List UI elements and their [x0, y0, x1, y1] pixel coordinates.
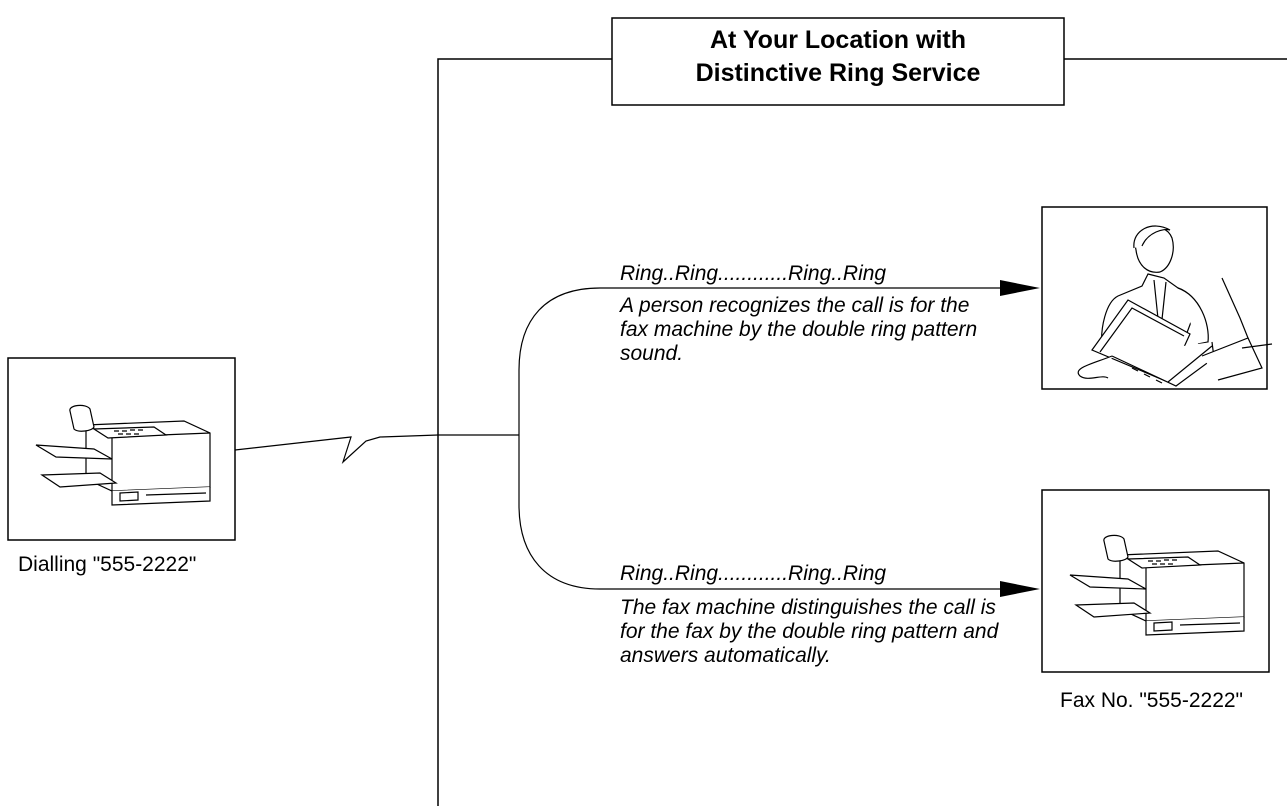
person-ring-pattern: Ring..Ring............Ring..Ring — [620, 262, 887, 285]
phone-line — [234, 434, 519, 464]
location-title-line1: At Your Location with — [709, 26, 966, 54]
location-boundary — [437, 58, 1287, 806]
fax-branch-description: The fax machine distinguishes the call i… — [620, 596, 999, 667]
branch-curve-lower — [518, 435, 1000, 590]
person-at-computer-icon — [1041, 206, 1273, 390]
location-title-line2: Distinctive Ring Service — [695, 59, 981, 87]
caller-fax-icon — [7, 357, 236, 541]
arrow-to-person — [1000, 280, 1040, 296]
receiving-fax-icon — [1041, 489, 1270, 673]
fax-number-caption: Fax No. "555-2222" — [1060, 689, 1244, 712]
person-branch-description: A person recognizes the call is for the … — [620, 294, 978, 365]
location-title: At Your Location with Distinctive Ring S… — [612, 24, 1064, 90]
fax-ring-pattern: Ring..Ring............Ring..Ring — [620, 562, 887, 585]
branch-curve — [518, 287, 1000, 435]
location-title-box — [611, 17, 1065, 106]
caller-caption: Dialling "555-2222" — [18, 553, 197, 576]
arrow-to-fax — [1000, 581, 1040, 597]
